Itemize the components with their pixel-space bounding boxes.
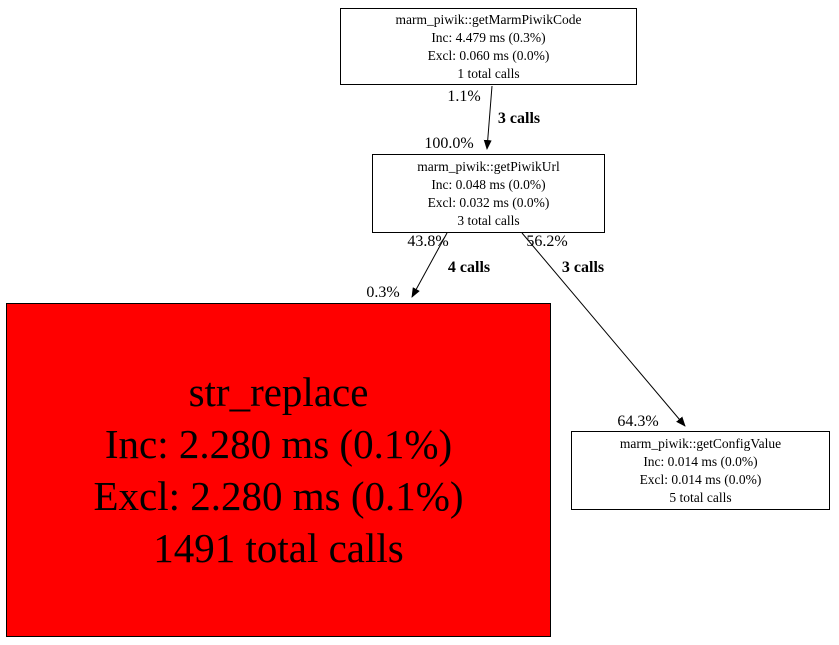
node-exclusive-time: Excl: 0.014 ms (0.0%) bbox=[639, 471, 762, 487]
node-inclusive-time: Inc: 0.048 ms (0.0%) bbox=[431, 176, 546, 192]
edge-getmarmpiwikcode-to-getpiwikurl bbox=[483, 85, 493, 150]
node-get-marm-piwik-code: marm_piwik::getMarmPiwikCode Inc: 4.479 … bbox=[340, 8, 637, 85]
node-total-calls: 3 total calls bbox=[457, 212, 520, 228]
edge-label-source-percent: 56.2% bbox=[526, 233, 568, 250]
node-inclusive-time: Inc: 2.280 ms (0.1%) bbox=[104, 421, 453, 467]
node-total-calls: 5 total calls bbox=[669, 489, 732, 505]
node-total-calls: 1 total calls bbox=[457, 65, 520, 81]
node-str-replace: str_replace Inc: 2.280 ms (0.1%) Excl: 2… bbox=[6, 303, 551, 637]
node-exclusive-time: Excl: 2.280 ms (0.1%) bbox=[93, 473, 464, 519]
edge-label-target-percent: 64.3% bbox=[617, 413, 659, 430]
node-title: marm_piwik::getConfigValue bbox=[619, 435, 782, 451]
node-title: marm_piwik::getPiwikUrl bbox=[417, 158, 560, 174]
node-get-piwik-url: marm_piwik::getPiwikUrl Inc: 0.048 ms (0… bbox=[372, 154, 605, 233]
node-exclusive-time: Excl: 0.032 ms (0.0%) bbox=[427, 194, 550, 210]
edge-label-calls: 3 calls bbox=[497, 110, 541, 127]
node-get-config-value: marm_piwik::getConfigValue Inc: 0.014 ms… bbox=[571, 431, 830, 510]
node-title: str_replace bbox=[188, 369, 369, 415]
node-title: marm_piwik::getMarmPiwikCode bbox=[395, 11, 582, 27]
edge-label-calls: 4 calls bbox=[447, 259, 491, 276]
node-exclusive-time: Excl: 0.060 ms (0.0%) bbox=[427, 47, 550, 63]
edge-label-source-percent: 43.8% bbox=[407, 233, 449, 250]
edge-label-source-percent: 1.1% bbox=[447, 88, 481, 105]
node-total-calls: 1491 total calls bbox=[153, 525, 404, 571]
edge-label-calls: 3 calls bbox=[561, 259, 605, 276]
node-inclusive-time: Inc: 4.479 ms (0.3%) bbox=[431, 29, 546, 45]
node-inclusive-time: Inc: 0.014 ms (0.0%) bbox=[643, 453, 758, 469]
edge-label-target-percent: 0.3% bbox=[366, 284, 400, 301]
edge-label-target-percent: 100.0% bbox=[424, 135, 474, 152]
